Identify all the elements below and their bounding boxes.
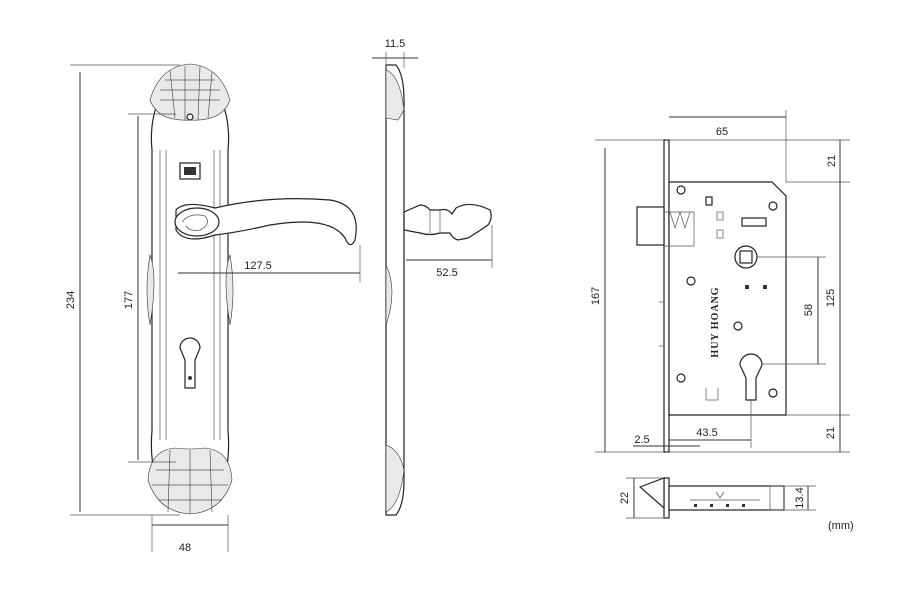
bolt-faceplate bbox=[663, 477, 670, 519]
screw bbox=[676, 185, 686, 195]
dim-lever-projection: 52.5 bbox=[436, 267, 457, 279]
side-plate bbox=[385, 64, 405, 516]
side-lever bbox=[403, 203, 492, 241]
cylinder-cutout bbox=[739, 353, 763, 401]
dim-plate-height: 177 bbox=[123, 291, 135, 309]
left-side-ornament bbox=[146, 253, 155, 326]
latch-bolt bbox=[636, 206, 665, 246]
keyhole bbox=[179, 337, 201, 389]
dim-center-distance: 58 bbox=[803, 304, 815, 316]
dim-total-height: 234 bbox=[65, 291, 77, 309]
dim-bottom-margin: 21 bbox=[825, 427, 837, 439]
dim-lock-height: 167 bbox=[590, 287, 602, 305]
unit-label: (mm) bbox=[828, 520, 854, 532]
brand-text: HUY HOANG bbox=[710, 286, 721, 357]
dim-plate-width: 48 bbox=[179, 542, 191, 554]
bolt-top-view: 22 13.4 bbox=[619, 477, 816, 519]
follower-square bbox=[739, 250, 753, 264]
dim-body-height: 125 bbox=[825, 289, 837, 307]
dim-plate-thickness: 11.5 bbox=[385, 38, 406, 50]
handle-front-view: 234 177 127.5 48 bbox=[65, 63, 361, 554]
handle-side-view: 11.5 52.5 bbox=[372, 38, 493, 516]
dim-lever-length: 127.5 bbox=[244, 260, 272, 272]
handle-plate bbox=[150, 70, 230, 509]
dim-top-margin: 21 bbox=[826, 155, 838, 167]
bolt-tip bbox=[638, 477, 665, 510]
dim-bolt-thickness: 13.4 bbox=[794, 487, 806, 508]
lock-body-view: HUY HOANG 65 21 167 58 125 21 bbox=[590, 110, 850, 453]
dim-backset: 65 bbox=[716, 126, 728, 138]
dim-faceplate-thickness: 2.5 bbox=[634, 434, 649, 446]
faceplate bbox=[663, 139, 670, 453]
top-ornament bbox=[149, 63, 231, 121]
lock-case bbox=[668, 181, 787, 416]
dim-bolt-depth: 22 bbox=[619, 492, 631, 504]
screw-top bbox=[186, 113, 194, 121]
lever-handle bbox=[175, 198, 357, 246]
dim-cylinder-backset: 43.5 bbox=[696, 427, 717, 439]
lever-rose bbox=[174, 207, 220, 237]
